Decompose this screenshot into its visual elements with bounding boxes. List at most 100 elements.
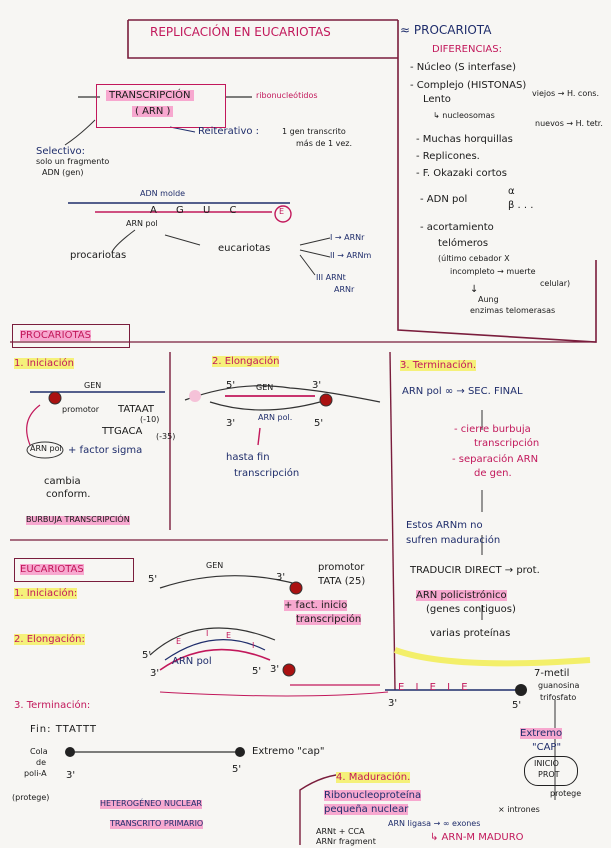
maturation-heading: 4. Maduración. — [336, 772, 411, 783]
polycistronic-label: ARN policistrónico — [416, 590, 507, 601]
snrnp-label: Ribonucleoproteína — [324, 790, 422, 801]
transcription-box — [96, 84, 226, 128]
pol-iii-label: ARNr — [334, 285, 355, 294]
five-prime-label: 5' — [226, 380, 236, 391]
conform-change: cambia — [44, 476, 81, 487]
compare-item: nuevos → H. tetr. — [535, 119, 603, 128]
euk-term-heading: 3. Terminación: — [14, 700, 91, 711]
reiterativo-desc: más de 1 vez. — [296, 139, 352, 148]
bubble-close-step: transcripción — [474, 438, 540, 449]
compare-item: incompleto → muerte — [450, 267, 536, 276]
compare-item: - F. Okazaki cortos — [416, 168, 508, 179]
poly-a-tail: poli-A — [24, 769, 47, 778]
methyl-guanosine: 7-metil — [534, 668, 570, 679]
euk-elong-heading: 2. Elongación: — [14, 634, 85, 645]
three-prime-label: 3' — [388, 698, 398, 709]
compare-item: ↳ nucleosomas — [433, 111, 495, 120]
transcription-subtitle: ( ARN ) — [132, 106, 174, 117]
prok-init-heading: 1. Iniciación — [14, 358, 74, 369]
rna-separation-step: de gen. — [474, 468, 512, 479]
start-protein-label: INICIO — [534, 759, 559, 768]
ribonucleotides-label: ribonucleótidos — [256, 91, 318, 100]
five-prime-label: 5' — [148, 574, 158, 585]
compare-item: telómeros — [438, 238, 489, 249]
hnrna-label: TRANSCRITO PRIMARIO — [110, 819, 204, 829]
bubble-close-step: - cierre burbuja — [454, 424, 531, 435]
cap-end-label: Extremo "cap" — [252, 746, 325, 757]
ttgaca-box: TTGACA — [102, 426, 143, 437]
reiterativo-desc: 1 gen transcrito — [282, 127, 346, 136]
poly-a-tail: de — [36, 758, 46, 767]
transcription-bubble-label: BURBUJA TRANSCRIPCIÓN — [26, 515, 130, 525]
methyl-guanosine: guanosina — [538, 681, 580, 690]
init-factors: + fact. inicio — [284, 600, 348, 611]
protects-label: (protege) — [12, 793, 50, 802]
tataat-box: TATAAT — [118, 404, 155, 415]
reiterativo-label: Reiterativo : — [198, 126, 260, 137]
no-maturation-note: Estos ARNm no — [406, 520, 483, 531]
pol-ii-label: II → ARNm — [330, 251, 372, 260]
selectivo-desc: solo un fragmento — [36, 157, 110, 166]
compare-item: Aung — [478, 295, 499, 304]
start-protein-circle — [524, 756, 578, 786]
methyl-guanosine: trifosfato — [540, 693, 577, 702]
three-prime-label: 3' — [270, 664, 280, 675]
prokaryotes-title: PROCARIOTAS — [20, 330, 91, 341]
compare-item: - Complejo (HISTONAS) — [410, 80, 527, 91]
compare-item: - Muchas horquillas — [416, 134, 513, 145]
pol-i-label: I → ARNr — [330, 233, 365, 242]
five-prime-label: 5' — [314, 418, 324, 429]
selectivo-desc: ADN (gen) — [42, 168, 84, 177]
no-maturation-note: sufren maduración — [406, 535, 501, 546]
trna-cca-label: ARNt + CCA — [316, 827, 365, 836]
intron-marker: I — [252, 641, 255, 650]
rna-pol-label: ARN pol — [30, 444, 62, 453]
five-prime-label: 5' — [512, 700, 522, 711]
pol-iii-label: III ARNt — [316, 273, 346, 282]
rna-pol-label: ARN pol — [172, 656, 212, 667]
exon-intron-strand: E I E I E — [398, 682, 472, 693]
rna-bases: A G U C — [150, 205, 245, 216]
compare-item: viejos → H. cons. — [532, 89, 599, 98]
init-factors: transcripción — [296, 614, 362, 625]
intron-marker: I — [206, 629, 209, 638]
selectivo-label: Selectivo: — [36, 146, 86, 157]
cap-end-label: "CAP" — [532, 742, 562, 753]
end-sequence: Fin: TTATTT — [30, 724, 97, 735]
five-prime-label: 5' — [252, 666, 262, 677]
e-site-label: E — [279, 207, 285, 216]
compare-item: ↓ — [470, 284, 479, 295]
compare-item: - ADN pol — [420, 194, 468, 205]
prok-term-heading: 3. Terminación. — [400, 360, 477, 371]
cap-end-label: Extremo — [520, 728, 563, 739]
eukaryotes-label: eucariotas — [218, 243, 271, 254]
compare-item: celular) — [540, 279, 571, 288]
gene-label: GEN — [206, 561, 224, 570]
compare-head: ≈ PROCARIOTA — [400, 23, 492, 37]
dna-template-label: ADN molde — [140, 189, 186, 198]
start-protein-label: PROT — [538, 770, 560, 779]
euk-init-heading: 1. Iniciación: — [14, 588, 78, 599]
five-prime-label: 5' — [232, 764, 242, 775]
snrnp-label: pequeña nuclear — [324, 804, 409, 815]
three-prime-label: 3' — [66, 770, 76, 781]
prok-elong-heading: 2. Elongación — [212, 356, 280, 367]
gene-label: GEN — [256, 383, 274, 392]
prokaryotes-box — [12, 324, 130, 348]
eukaryotes-title: EUCARIOTAS — [20, 564, 84, 575]
introns-removed: × intrones — [498, 805, 540, 814]
compare-item: β . . . — [508, 200, 534, 211]
tataat-position: (-10) — [140, 415, 160, 424]
sigma-factor-label: + factor sigma — [68, 445, 143, 456]
until-end-label: hasta fin — [226, 452, 270, 463]
rrna-fragment-label: ARNr fragment — [316, 837, 376, 846]
polycistronic-label: varias proteínas — [430, 628, 511, 639]
compare-item: - Replicones. — [416, 151, 480, 162]
page-title: REPLICACIÓN EN EUCARIOTAS — [150, 25, 331, 39]
rna-pol-label: ARN pol. — [258, 413, 293, 422]
exon-marker: E — [176, 637, 182, 646]
direct-translation: TRADUCIR DIRECT → prot. — [410, 565, 540, 576]
mature-mrna-label: ↳ ARN-M MADURO — [430, 832, 524, 843]
promoter-label: promotor — [318, 562, 365, 573]
compare-item: Lento — [423, 94, 451, 105]
